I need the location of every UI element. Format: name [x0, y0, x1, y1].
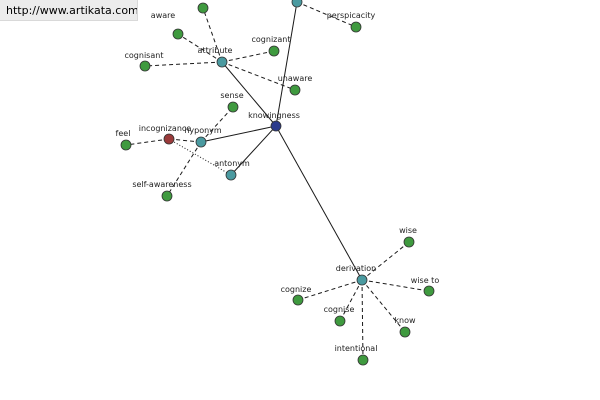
node-unaware-label: unaware	[278, 74, 313, 83]
node-intentional-dot[interactable]	[357, 354, 369, 366]
edge-layer	[125, 1, 430, 361]
node-layer: knowingness attribute hyponym antonym deriva…	[116, 0, 440, 366]
node-intentional-label: intentional	[335, 344, 378, 353]
node-perspicacity[interactable]: perspicacity	[327, 11, 376, 33]
node-incognizance[interactable]: incognizance	[139, 124, 192, 145]
edge-top-relation-perspicacity	[296, 1, 357, 28]
node-hyponym-label: hyponym	[184, 126, 222, 135]
node-know-dot[interactable]	[399, 326, 411, 338]
node-cognisant[interactable]: cognisant	[125, 51, 164, 72]
node-wise-to-label: wise to	[411, 276, 440, 285]
node-wise-to[interactable]: wise to	[411, 276, 440, 297]
edge-knowingness-derivation	[275, 125, 363, 281]
node-intentional[interactable]: intentional	[335, 344, 378, 366]
node-sense-dot[interactable]	[227, 101, 239, 113]
edge-derivation-wise-to	[361, 279, 430, 292]
node-know-label: know	[394, 316, 416, 325]
edge-derivation-know	[361, 279, 406, 333]
node-aware-label: aware	[151, 11, 175, 20]
edge-incognizance-feel	[125, 138, 170, 146]
node-attribute[interactable]: attribute	[198, 46, 233, 68]
edge-hyponym-self-awareness	[166, 141, 202, 197]
node-knowingness-dot[interactable]	[270, 120, 282, 132]
source-url-banner[interactable]: http://www.artikata.com	[0, 0, 138, 21]
edge-knowingness-hyponym	[200, 125, 277, 143]
edge-hyponym-sense	[200, 106, 234, 143]
node-cognize-label: cognize	[281, 285, 312, 294]
node-hyponym-dot[interactable]	[195, 136, 207, 148]
node-cognise-label: cognise	[324, 305, 355, 314]
node-cognizant[interactable]: cognizant	[252, 35, 291, 57]
edge-attribute-top-leaf	[202, 7, 223, 63]
node-antonym-label: antonym	[214, 159, 250, 168]
node-cognize[interactable]: cognize	[281, 285, 312, 306]
node-cognize-dot[interactable]	[292, 294, 304, 306]
edge-attribute-unaware	[221, 61, 296, 91]
node-derivation-label: derivation	[336, 264, 376, 273]
node-aware-dot[interactable]	[172, 28, 184, 40]
node-know[interactable]: know	[394, 316, 416, 338]
node-wise-label: wise	[399, 226, 417, 235]
node-wise-dot[interactable]	[403, 236, 415, 248]
node-unaware[interactable]: unaware	[278, 74, 313, 96]
edge-attribute-aware	[177, 33, 223, 63]
node-self-awareness[interactable]: self-awareness	[132, 180, 192, 202]
node-top-relation-dot[interactable]	[291, 0, 303, 8]
edge-attribute-cognisant	[144, 61, 223, 67]
node-self-awareness-label: self-awareness	[132, 180, 191, 189]
node-feel[interactable]: feel	[116, 129, 132, 151]
node-perspicacity-label: perspicacity	[327, 11, 376, 20]
node-cognizant-dot[interactable]	[268, 45, 280, 57]
node-cognisant-label: cognisant	[125, 51, 164, 60]
node-top-relation[interactable]	[291, 0, 303, 8]
node-self-awareness-dot[interactable]	[161, 190, 173, 202]
node-feel-label: feel	[116, 129, 131, 138]
node-perspicacity-dot[interactable]	[350, 21, 362, 33]
node-aware[interactable]: aware	[151, 11, 184, 40]
node-hyponym[interactable]: hyponym	[184, 126, 222, 148]
node-antonym[interactable]: antonym	[214, 159, 250, 181]
edge-derivation-cognise	[339, 279, 363, 322]
node-attribute-dot[interactable]	[216, 56, 228, 68]
edge-hyponym-incognizance	[168, 138, 202, 143]
edge-knowingness-top-relation	[275, 1, 298, 127]
node-derivation-dot[interactable]	[356, 274, 368, 286]
node-feel-dot[interactable]	[120, 139, 132, 151]
node-knowingness-label: knowingness	[248, 111, 300, 120]
node-knowingness[interactable]: knowingness	[248, 111, 300, 132]
node-top-leaf[interactable]	[197, 2, 209, 14]
edge-knowingness-antonym	[230, 125, 277, 176]
node-incognizance-label: incognizance	[139, 124, 192, 133]
node-attribute-label: attribute	[198, 46, 233, 55]
node-cognisant-dot[interactable]	[139, 60, 151, 72]
edge-knowingness-attribute	[221, 61, 277, 127]
edge-derivation-intentional	[361, 279, 364, 361]
node-antonym-dot[interactable]	[225, 169, 237, 181]
node-cognise[interactable]: cognise	[324, 305, 355, 327]
node-derivation[interactable]: derivation	[336, 264, 376, 286]
node-sense[interactable]: sense	[220, 91, 244, 113]
node-wise[interactable]: wise	[399, 226, 417, 248]
node-cognise-dot[interactable]	[334, 315, 346, 327]
node-unaware-dot[interactable]	[289, 84, 301, 96]
node-wise-to-dot[interactable]	[423, 285, 435, 297]
node-sense-label: sense	[220, 91, 243, 100]
edge-derivation-wise	[361, 241, 410, 281]
node-top-leaf-dot[interactable]	[197, 2, 209, 14]
node-incognizance-dot[interactable]	[163, 133, 175, 145]
node-cognizant-label: cognizant	[252, 35, 291, 44]
edge-attribute-cognizant	[221, 50, 275, 63]
